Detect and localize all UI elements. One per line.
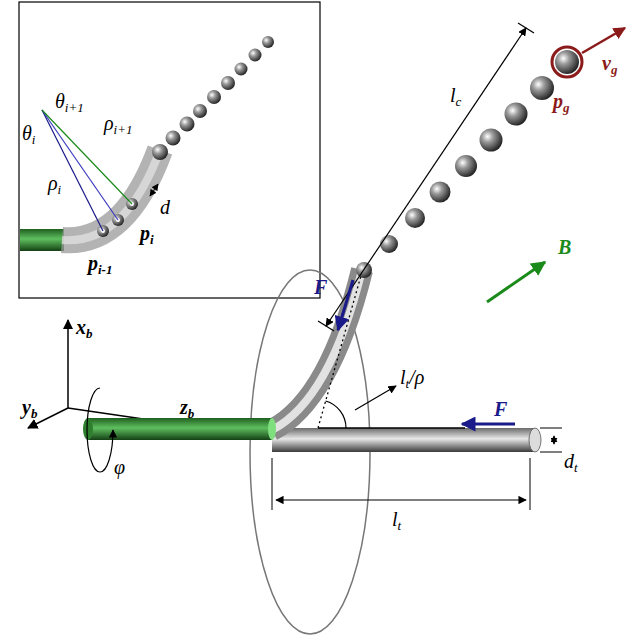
point-label: pg bbox=[553, 90, 570, 112]
axis-label: xb bbox=[76, 316, 93, 338]
dimension-label: dt bbox=[564, 450, 578, 472]
point-label: pi-1 bbox=[88, 252, 112, 274]
angle-label: θi bbox=[22, 122, 35, 144]
spacing-label: d bbox=[160, 196, 170, 218]
angle-label: φ bbox=[114, 456, 125, 478]
angle-label: lt/ρ bbox=[400, 366, 424, 388]
axis-label: zb bbox=[180, 396, 194, 418]
force-label: F bbox=[494, 398, 507, 420]
radius-label: ρi bbox=[48, 172, 61, 194]
axis-label: yb bbox=[22, 396, 37, 418]
point-label: pi bbox=[140, 222, 154, 244]
dimension-label: lc bbox=[450, 84, 461, 106]
dimension-label: lt bbox=[392, 508, 401, 530]
force-label: F bbox=[314, 276, 327, 298]
radius-label: ρi+1 bbox=[104, 112, 133, 134]
field-label: B bbox=[558, 236, 571, 258]
velocity-label: vg bbox=[602, 52, 617, 74]
angle-label: θi+1 bbox=[55, 90, 84, 112]
